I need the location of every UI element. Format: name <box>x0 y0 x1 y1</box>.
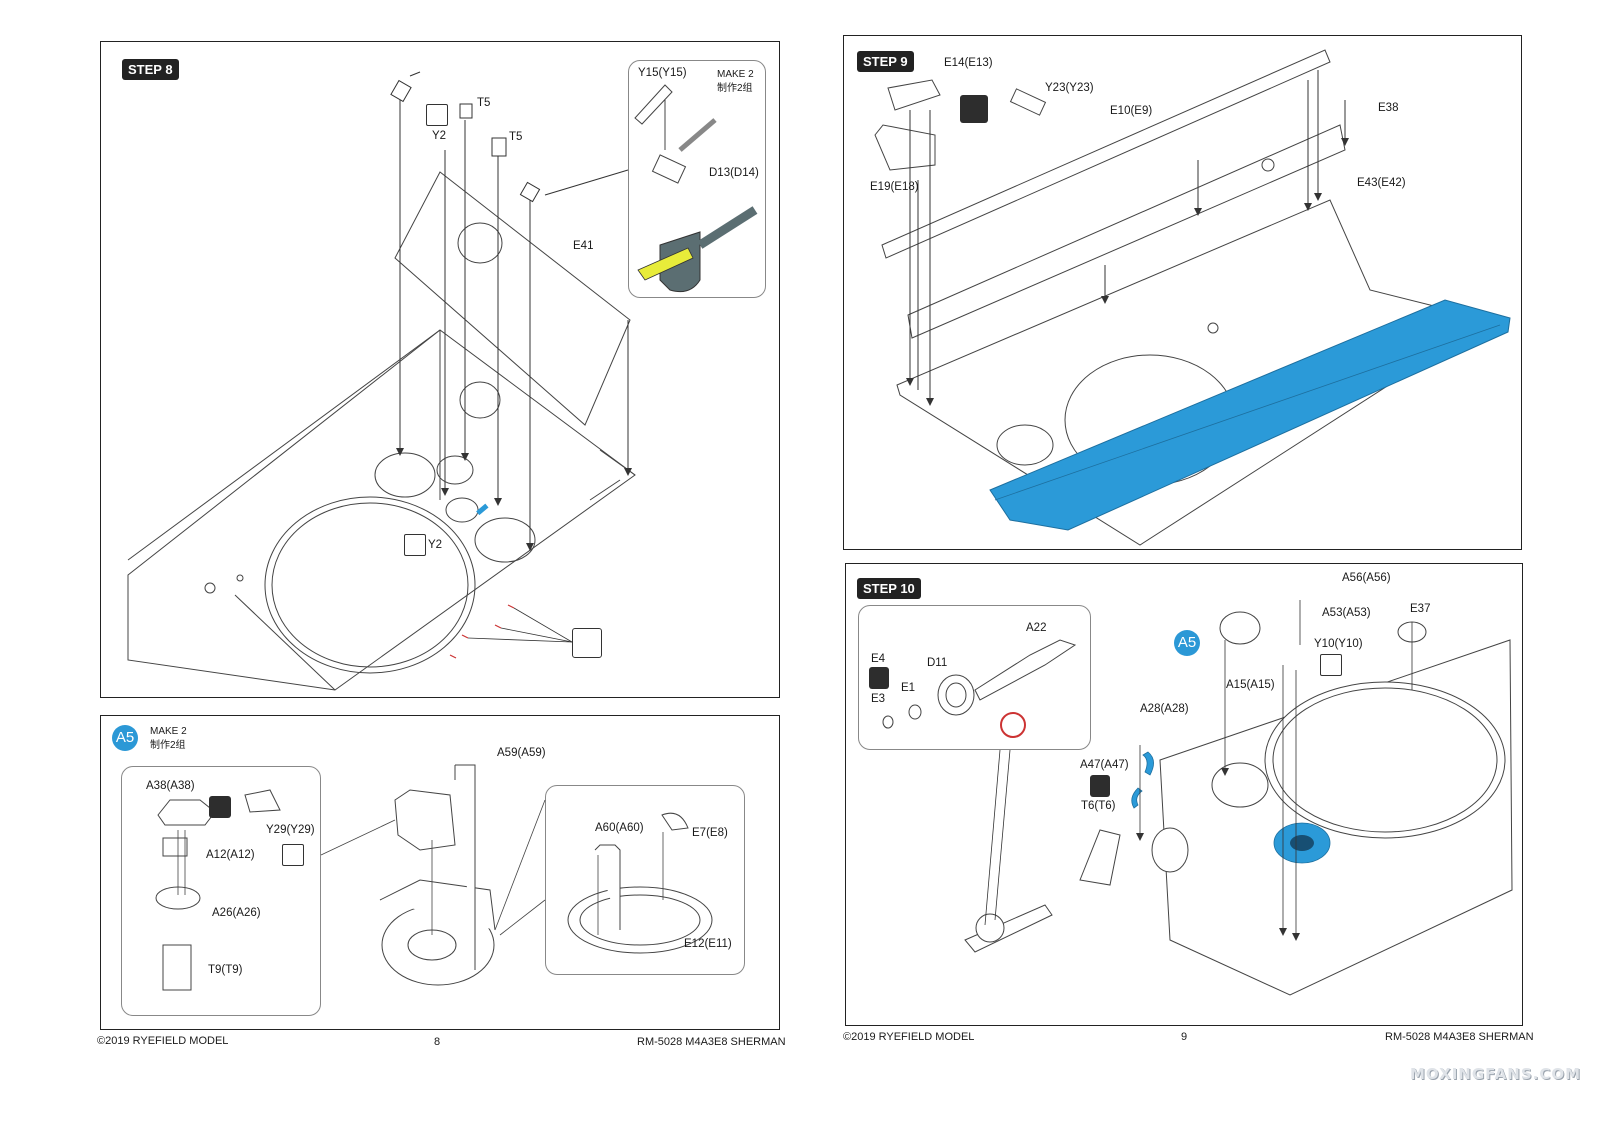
step10-label-a47: A47(A47) <box>1080 759 1129 771</box>
right-footer-copyright: ©2019 RYEFIELD MODEL <box>843 1031 975 1043</box>
step8-label-y2-bottom: Y2 <box>428 539 443 551</box>
up-down-arrow-icon <box>869 667 889 689</box>
a5-label-a38: A38(A38) <box>146 780 195 792</box>
a5-label-y29: Y29(Y29) <box>266 824 315 836</box>
step10-label-a22: A22 <box>1026 622 1047 634</box>
a5-badge: A5 <box>112 725 138 751</box>
step9-badge: STEP 9 <box>857 51 914 72</box>
a5-label-a60: A60(A60) <box>595 822 644 834</box>
step10-label-e1: E1 <box>901 682 916 694</box>
step10-mg-inset <box>858 605 1091 750</box>
inset-label-d13: D13(D14) <box>709 167 759 179</box>
step9-label-e38: E38 <box>1378 102 1399 114</box>
step10-label-t6: T6(T6) <box>1081 800 1116 812</box>
step9-label-e14: E14(E13) <box>944 57 993 69</box>
up-down-arrow-icon-2 <box>1090 775 1110 797</box>
step10-label-y10: Y10(Y10) <box>1314 638 1363 650</box>
a5-label-t9: T9(T9) <box>208 964 243 976</box>
step10-label-a15: A15(A15) <box>1226 679 1275 691</box>
step10-label-e4: E4 <box>871 653 886 665</box>
step8-label-t5-b: T5 <box>509 131 523 143</box>
a5-label-e12: E12(E11) <box>684 938 732 950</box>
left-footer-page-number: 8 <box>434 1036 441 1048</box>
glue-icon-step10 <box>1320 654 1342 676</box>
step10-label-a56: A56(A56) <box>1342 572 1391 584</box>
step9-label-e19: E19(E18) <box>870 181 919 193</box>
step10-a5-badge: A5 <box>1174 630 1200 656</box>
step9-label-e10: E10(E9) <box>1110 105 1153 117</box>
left-right-arrow-icon-step9 <box>960 95 988 123</box>
glue-icon-a5 <box>282 844 304 866</box>
right-footer-product: RM-5028 M4A3E8 SHERMAN <box>1385 1031 1534 1043</box>
watermark-logo: MOXINGFANS.COM <box>1410 1065 1582 1083</box>
right-footer-page-number: 9 <box>1181 1031 1188 1043</box>
a5-label-a12: A12(A12) <box>206 849 255 861</box>
step10-label-d11: D11 <box>927 657 948 669</box>
step8-label-y2-top: Y2 <box>432 130 447 142</box>
step10-badge: STEP 10 <box>857 578 921 599</box>
inset-label-y15: Y15(Y15) <box>638 67 687 79</box>
a5-label-a26: A26(A26) <box>212 907 261 919</box>
step8-label-t5-a: T5 <box>477 97 491 109</box>
inset-make-label: MAKE 2 <box>717 69 754 80</box>
step8-label-e41: E41 <box>573 240 594 252</box>
step10-label-e3: E3 <box>871 693 886 705</box>
glue-icon <box>426 104 448 126</box>
step9-label-e43: E43(E42) <box>1357 177 1406 189</box>
a5-label-e7: E7(E8) <box>692 827 728 839</box>
left-footer-product: RM-5028 M4A3E8 SHERMAN <box>637 1036 786 1048</box>
step8-badge: STEP 8 <box>122 59 179 80</box>
a5-label-a59: A59(A59) <box>497 747 546 759</box>
knife-icon <box>572 628 602 658</box>
glue-icon-2 <box>404 534 426 556</box>
no-glue-icon <box>1000 712 1026 738</box>
left-footer-copyright: ©2019 RYEFIELD MODEL <box>97 1035 229 1047</box>
a5-make-cn-label: 制作2组 <box>150 740 186 751</box>
step10-label-a53: A53(A53) <box>1322 607 1371 619</box>
inset-make-cn-label: 制作2组 <box>717 83 753 94</box>
step10-label-e37: E37 <box>1410 603 1431 615</box>
left-right-arrow-icon <box>209 796 231 818</box>
step10-label-a28: A28(A28) <box>1140 703 1189 715</box>
a5-make-label: MAKE 2 <box>150 726 187 737</box>
step9-label-y23: Y23(Y23) <box>1045 82 1094 94</box>
